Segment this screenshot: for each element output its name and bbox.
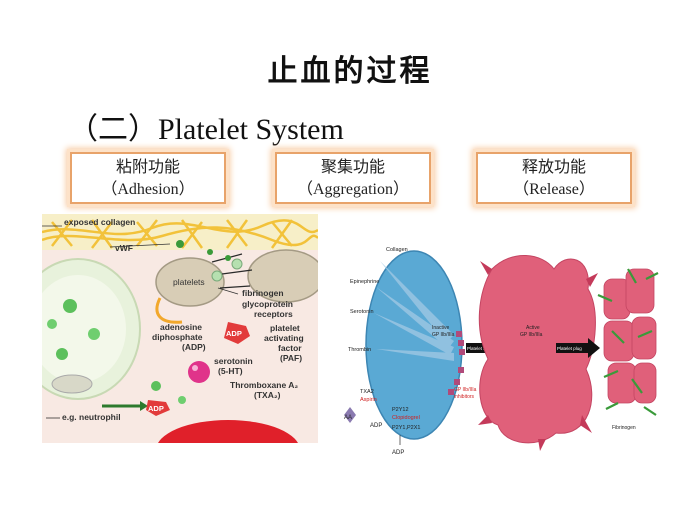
platelet-plug-cluster	[603, 268, 657, 404]
granule	[56, 348, 68, 360]
label-diphosphate: diphosphate	[152, 332, 203, 342]
label-adp-badge: ADP	[226, 329, 242, 338]
receptor-bud	[231, 258, 243, 270]
receptor-bud	[211, 270, 223, 282]
label-serotonin: serotonin	[214, 356, 253, 366]
adhesion-illustration: exposed collagen vWF platelets fibrinoge…	[42, 214, 318, 443]
stage-release-zh: 释放功能	[521, 159, 586, 176]
label-neutrophil: e.g. neutrophil	[62, 412, 121, 422]
arrow-plug-body	[556, 343, 588, 353]
label-aa: AA	[344, 415, 352, 421]
label-vwf: vWF	[115, 243, 133, 253]
section-subtitle: （二）Platelet System	[68, 113, 344, 146]
label-platelets: platelets	[173, 277, 205, 287]
label-collagen: Collagen	[386, 247, 408, 253]
red-blood-cell	[158, 420, 298, 443]
label-paf-4: (PAF)	[280, 353, 302, 363]
aggregation-illustration: Collagen Epinephrine Serotonin Thrombin …	[342, 239, 660, 457]
label-glycoprotein: glycoprotein	[242, 299, 293, 309]
leader-vwf	[109, 243, 171, 248]
granule	[63, 299, 77, 313]
label-txa2-abbrev: (TXA₂)	[254, 390, 281, 400]
collagen-fibers	[42, 219, 318, 249]
neutrophil-nucleus	[51, 374, 93, 394]
label-p2y1: P2Y1,P2X1	[392, 425, 420, 431]
label-fibrinogen: fibrinogen	[242, 288, 284, 298]
pseudopods	[478, 261, 598, 451]
page-title: 止血的过程	[267, 54, 433, 89]
label-gp-inhibitors-2: inhibitors	[454, 394, 475, 400]
serotonin-molecule	[188, 361, 210, 383]
stage-release-box: 释放功能 （Release）	[476, 152, 632, 204]
platelet-left	[155, 257, 225, 307]
label-paf-3: factor	[278, 343, 302, 353]
activated-platelet	[478, 255, 596, 444]
label-inactive-2: GP IIb/IIIa	[432, 332, 455, 338]
stage-aggregation-zh: 聚集功能	[320, 159, 385, 176]
label-aspirin: Aspirin	[360, 397, 377, 403]
label-adenosine: adenosine	[160, 322, 202, 332]
fibrin-strands	[597, 268, 659, 416]
label-txa2: Thromboxane A₂	[230, 380, 298, 390]
label-inactive-1: Inactive	[432, 325, 449, 331]
adp-badge-shape	[224, 322, 250, 344]
label-gp-inhibitors-1: GP IIb/IIIa	[454, 387, 477, 393]
label-5ht: (5-HT)	[218, 366, 243, 376]
label-adp-badge-2: ADP	[148, 404, 164, 413]
label-txa2-agg: TXA2	[360, 389, 374, 395]
stage-aggregation-box: 聚集功能 （Aggregation）	[275, 152, 431, 204]
label-receptors: receptors	[254, 309, 293, 319]
receptor-nubs	[448, 331, 465, 395]
granule	[151, 381, 161, 391]
stage-aggregation-en: （Aggregation）	[297, 181, 409, 198]
label-adp-bottom: ADP	[392, 450, 404, 456]
label-clopidogrel: Clopidogrel	[392, 415, 420, 421]
label-platelet-plug: Platelet plug	[557, 346, 582, 351]
label-paf-2: activating	[264, 333, 304, 343]
release-arrow	[155, 297, 183, 324]
granule	[178, 396, 186, 404]
neutrophil-arrowhead	[140, 401, 148, 411]
label-active-1: Active	[526, 325, 540, 331]
label-exposed-collagen: exposed collagen	[64, 217, 135, 227]
stage-adhesion-en: （Adhesion）	[101, 181, 195, 198]
label-thrombin: Thrombin	[348, 347, 371, 353]
label-p2y12: P2Y12	[392, 407, 409, 413]
adp-badge-2-shape	[146, 400, 170, 416]
vwf-node	[225, 255, 231, 261]
label-adp-abbrev: (ADP)	[182, 342, 206, 352]
receptor-fans	[374, 261, 454, 361]
serotonin-highlight	[192, 365, 198, 371]
granule	[47, 319, 57, 329]
label-epinephrine: Epinephrine	[350, 279, 379, 285]
arrow-plug-head	[588, 338, 600, 358]
label-fibrinogen-agg: Fibrinogen	[612, 425, 636, 431]
vwf-node	[207, 249, 213, 255]
label-serotonin-agg: Serotonin	[350, 309, 374, 315]
stage-release-en: （Release）	[513, 181, 595, 198]
vwf-node	[176, 240, 184, 248]
granule	[88, 328, 100, 340]
leader-fibrinogen	[217, 287, 239, 295]
platelet-right	[247, 249, 318, 303]
aa-marker	[344, 407, 356, 423]
stage-adhesion-box: 粘附功能 （Adhesion）	[70, 152, 226, 204]
label-paf-1: platelet	[270, 323, 300, 333]
label-active-2: GP IIb/IIIa	[520, 332, 543, 338]
stage-adhesion-zh: 粘附功能	[115, 159, 180, 176]
label-adp-left: ADP	[370, 423, 382, 429]
